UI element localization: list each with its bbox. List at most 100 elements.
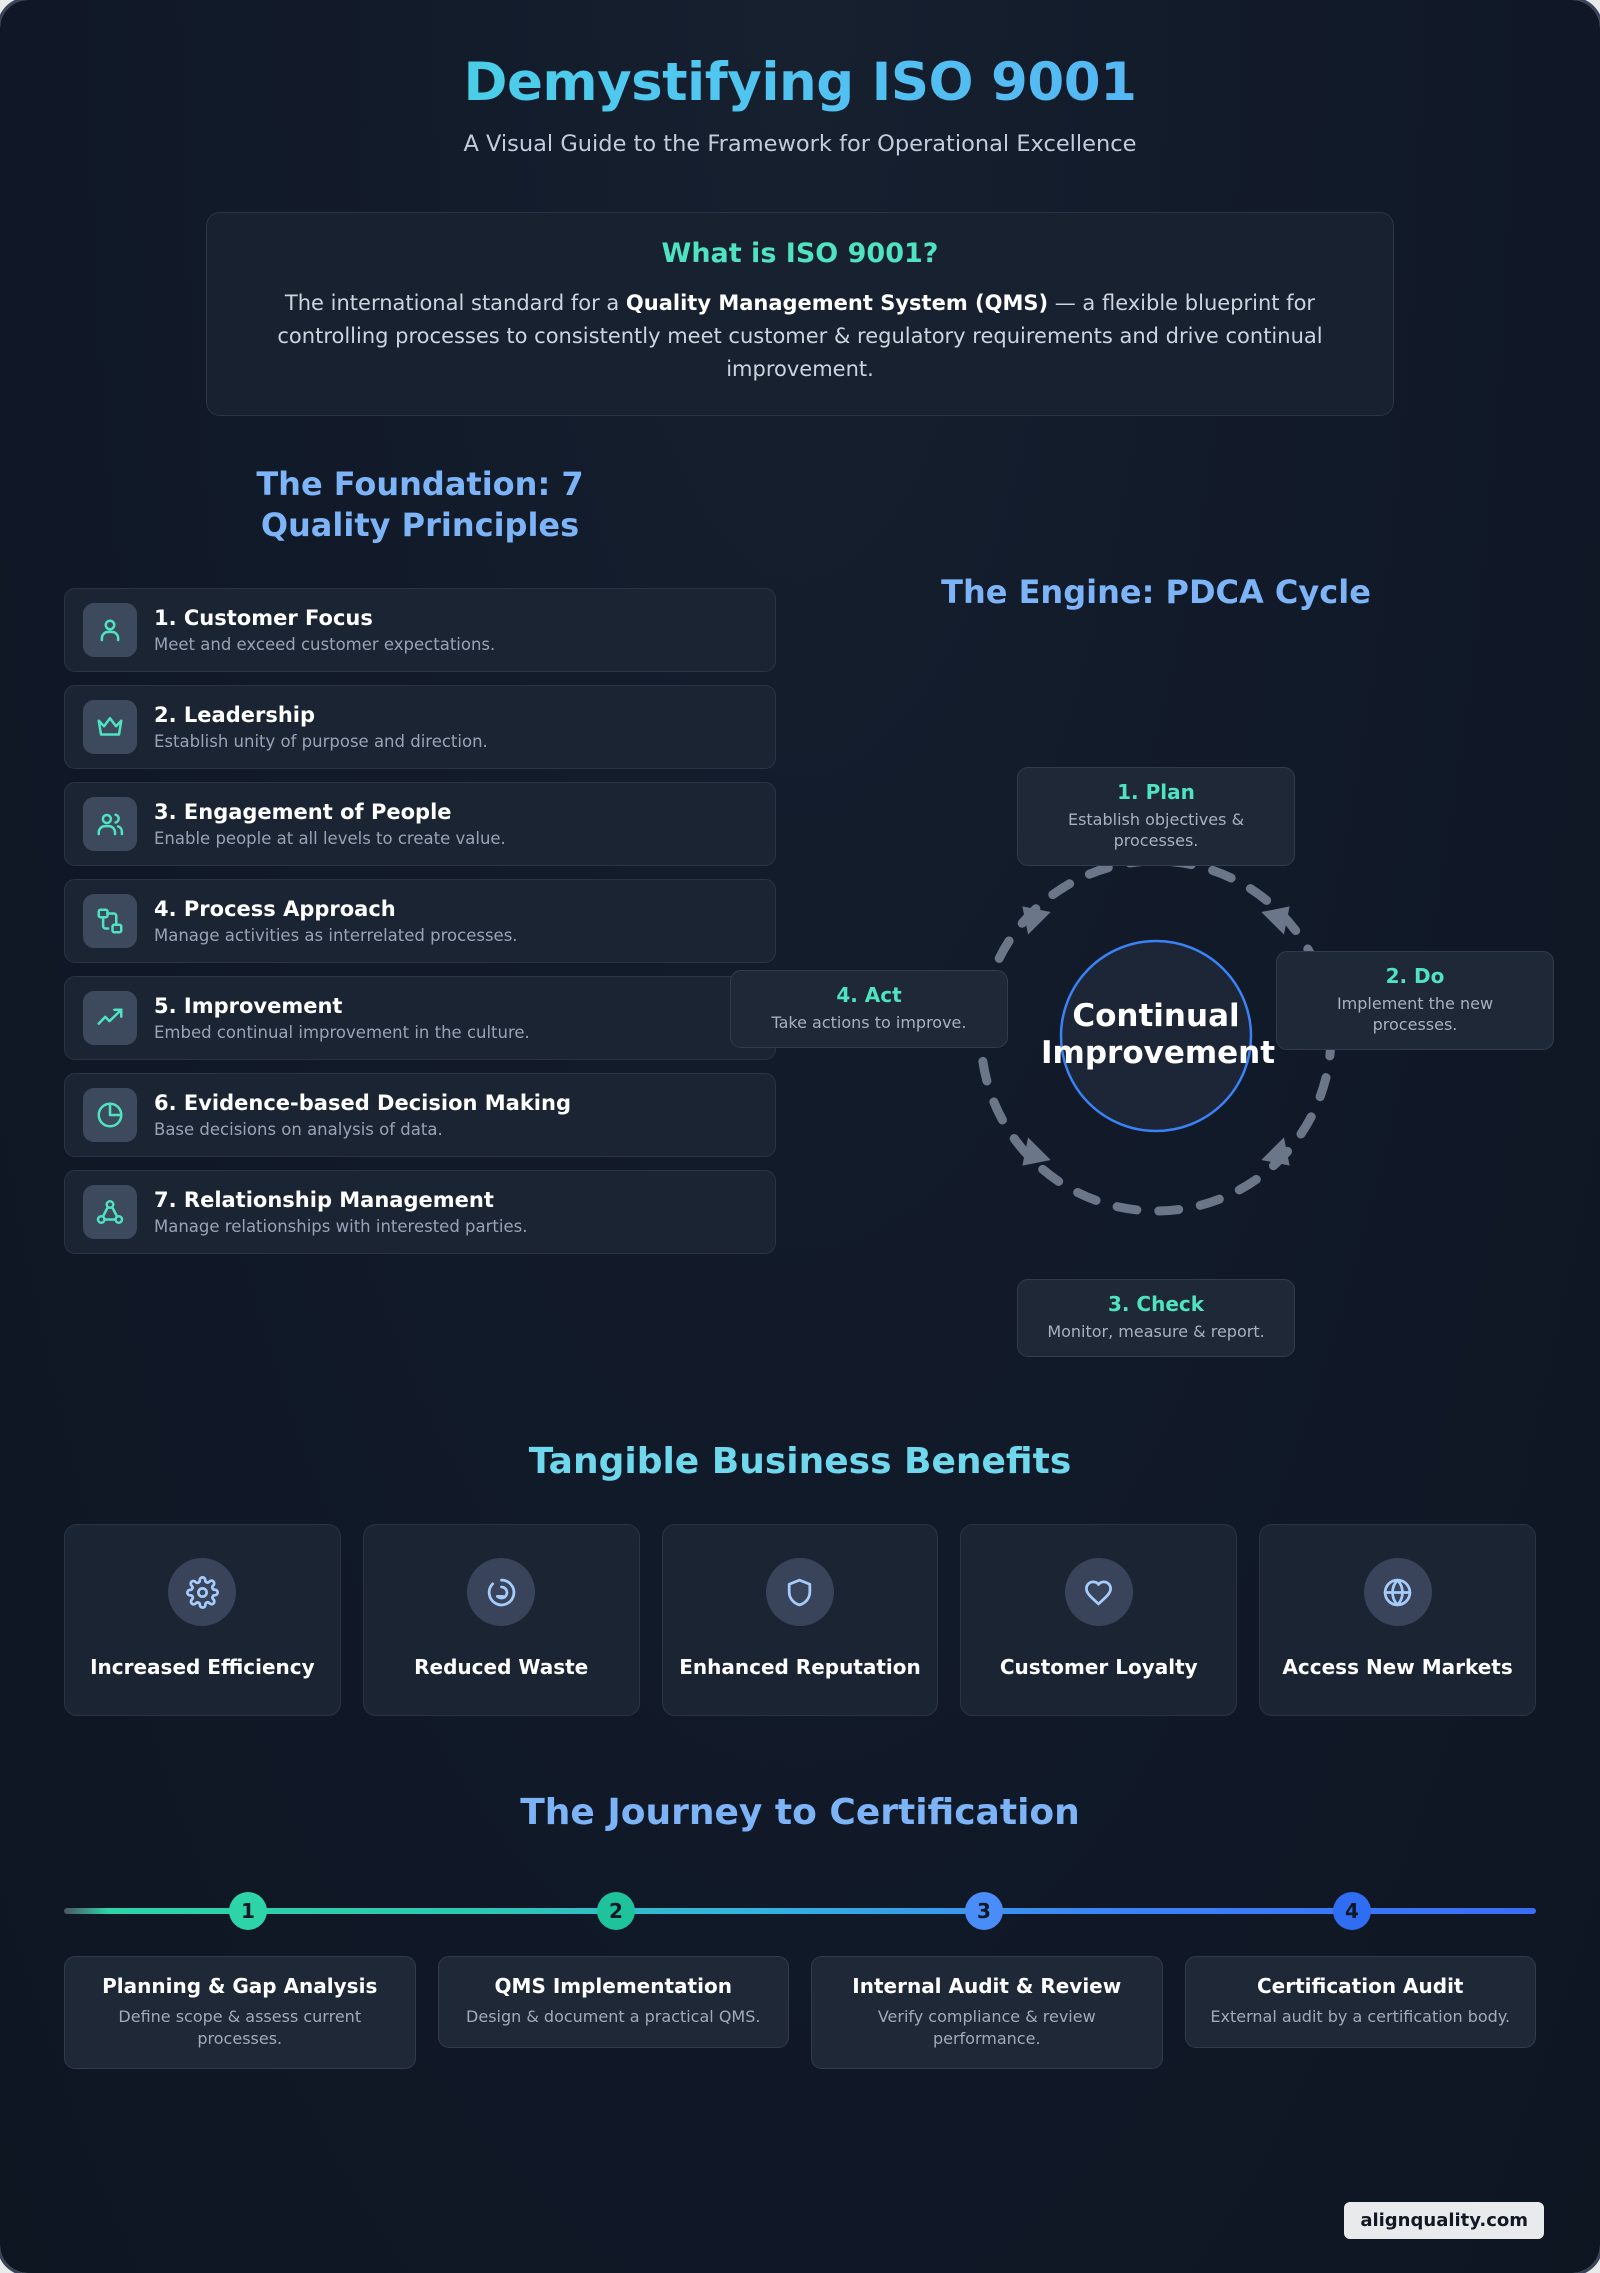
timeline-dot-number: 1 — [241, 1899, 255, 1924]
pdca-act-title: 4. Act — [836, 983, 902, 1008]
heart-icon — [1064, 1558, 1133, 1627]
pie-chart-icon — [83, 1088, 137, 1143]
user-icon — [83, 603, 137, 658]
principle-item[interactable]: 1. Customer Focus Meet and exceed custom… — [64, 588, 776, 673]
page-title: Demystifying ISO 9001 — [64, 52, 1536, 113]
pdca-do-title: 2. Do — [1385, 964, 1445, 989]
journey-step-desc: Design & document a practical QMS. — [466, 2007, 761, 2027]
pdca-section: The Engine: PDCA Cycle Continual Improve… — [730, 464, 1554, 1385]
timeline-dot-number: 4 — [1345, 1899, 1359, 1924]
pdca-do-desc: Implement the new processes. — [1336, 994, 1494, 1035]
journey-step-desc: Define scope & assess current processes. — [118, 2007, 362, 2048]
benefit-label: Customer Loyalty — [999, 1655, 1198, 1680]
pdca-heading: The Engine: PDCA Cycle — [941, 573, 1371, 612]
pdca-card-plan[interactable]: 1. Plan Establish objectives & processes… — [1017, 767, 1295, 867]
shield-icon — [765, 1558, 834, 1627]
pdca-card-act[interactable]: 4. Act Take actions to improve. — [730, 970, 1008, 1049]
principle-title: 5. Improvement — [154, 994, 343, 1019]
timeline-dot-cell: 1 — [64, 1878, 432, 1931]
benefit-label: Access New Markets — [1282, 1655, 1513, 1680]
journey-step-title: Internal Audit & Review — [852, 1974, 1122, 1999]
pdca-center-label: Continual Improvement — [1041, 998, 1276, 1072]
journey-steps: Planning & Gap Analysis Define scope & a… — [64, 1956, 1536, 2070]
journey-step-card[interactable]: QMS Implementation Design & document a p… — [437, 1956, 789, 2048]
pdca-arrow-nw — [1022, 906, 1051, 935]
principle-item[interactable]: 6. Evidence-based Decision Making Base d… — [64, 1073, 776, 1158]
pdca-inner-circle — [1059, 939, 1253, 1133]
pdca-card-do[interactable]: 2. Do Implement the new processes. — [1276, 951, 1554, 1051]
principle-item[interactable]: 2. Leadership Establish unity of purpose… — [64, 685, 776, 770]
pdca-check-desc: Monitor, measure & report. — [1047, 1322, 1265, 1342]
journey-step-desc: External audit by a certification body. — [1210, 2007, 1511, 2027]
globe-icon — [1363, 1558, 1432, 1627]
timeline-dot-number: 3 — [977, 1899, 991, 1924]
principle-desc: Enable people at all levels to create va… — [154, 829, 506, 849]
journey-step-desc: Verify compliance & review performance. — [877, 2007, 1096, 2048]
timeline-dot-cell: 3 — [800, 1878, 1168, 1931]
benefits-grid: Increased Efficiency Reduced Waste Enhan… — [64, 1524, 1536, 1717]
benefit-label: Reduced Waste — [414, 1655, 589, 1680]
principle-desc: Establish unity of purpose and direction… — [154, 732, 488, 752]
benefit-card[interactable]: Customer Loyalty — [960, 1524, 1238, 1717]
timeline-dot-number: 2 — [609, 1899, 623, 1924]
principle-desc: Meet and exceed customer expectations. — [154, 635, 496, 655]
network-icon — [83, 1185, 137, 1240]
page-subtitle: A Visual Guide to the Framework for Oper… — [463, 131, 1137, 157]
timeline-dot[interactable]: 3 — [965, 1892, 1003, 1931]
benefit-label: Enhanced Reputation — [679, 1655, 921, 1680]
timeline-dot-cell: 4 — [1168, 1878, 1536, 1931]
pdca-plan-desc: Establish objectives & processes. — [1067, 810, 1245, 851]
journey-step-card[interactable]: Certification Audit External audit by a … — [1184, 1956, 1536, 2048]
principle-item[interactable]: 3. Engagement of People Enable people at… — [64, 782, 776, 867]
journey-step-title: Planning & Gap Analysis — [102, 1974, 378, 1999]
pdca-arrow-se — [1261, 1137, 1290, 1166]
users-icon — [83, 797, 137, 852]
benefit-card[interactable]: Increased Efficiency — [64, 1524, 341, 1717]
principle-title: 2. Leadership — [154, 703, 316, 728]
pdca-act-desc: Take actions to improve. — [771, 1013, 967, 1033]
benefit-card[interactable]: Enhanced Reputation — [661, 1524, 939, 1717]
benefit-card[interactable]: Access New Markets — [1259, 1524, 1536, 1717]
journey-section: The Journey to Certification 1 2 3 4 Pla… — [64, 1790, 1536, 2079]
principle-desc: Manage activities as interrelated proces… — [154, 926, 518, 946]
principle-item[interactable]: 4. Process Approach Manage activities as… — [64, 879, 776, 964]
crown-icon — [83, 700, 137, 755]
principle-item[interactable]: 7. Relationship Management Manage relati… — [64, 1170, 776, 1255]
principle-item[interactable]: 5. Improvement Embed continual improveme… — [64, 976, 776, 1061]
journey-step-title: Certification Audit — [1256, 1974, 1464, 1999]
timeline-line — [64, 1908, 1536, 1915]
timeline-dot-cell: 2 — [432, 1878, 800, 1931]
timeline-dot[interactable]: 1 — [229, 1892, 267, 1931]
journey-step-card[interactable]: Planning & Gap Analysis Define scope & a… — [64, 1956, 416, 2070]
benefits-section: Tangible Business Benefits Increased Eff… — [64, 1441, 1536, 1717]
benefit-label: Increased Efficiency — [90, 1655, 315, 1680]
principles-section: The Foundation: 7 Quality Principles 1. … — [64, 464, 776, 1385]
pdca-arrow-ne — [1261, 906, 1290, 935]
timeline-dot[interactable]: 2 — [597, 1892, 635, 1931]
site-badge[interactable]: alignquality.com — [1344, 2202, 1544, 2239]
principle-title: 6. Evidence-based Decision Making — [154, 1091, 571, 1116]
what-is-body-part1: The international standard for a — [284, 291, 626, 315]
pdca-card-check[interactable]: 3. Check Monitor, measure & report. — [1017, 1279, 1295, 1358]
principles-heading: The Foundation: 7 Quality Principles — [256, 465, 584, 545]
principle-title: 7. Relationship Management — [154, 1188, 494, 1213]
what-is-body: The international standard for a Quality… — [267, 287, 1333, 385]
journey-step-title: QMS Implementation — [494, 1974, 732, 1999]
gear-icon — [168, 1558, 237, 1627]
what-is-body-part2: — a flexible blueprint for controlling p… — [277, 291, 1323, 381]
pdca-plan-title: 1. Plan — [1117, 780, 1195, 805]
journey-timeline: 1 2 3 4 — [64, 1878, 1536, 1944]
timeline-dot[interactable]: 4 — [1333, 1892, 1371, 1931]
main-columns: The Foundation: 7 Quality Principles 1. … — [64, 464, 1554, 1385]
benefit-card[interactable]: Reduced Waste — [362, 1524, 640, 1717]
principles-list: 1. Customer Focus Meet and exceed custom… — [64, 588, 776, 1255]
principle-title: 4. Process Approach — [154, 897, 396, 922]
what-is-body-bold: Quality Management System (QMS) — [625, 291, 1049, 315]
journey-step-card[interactable]: Internal Audit & Review Verify complianc… — [811, 1956, 1163, 2070]
workflow-icon — [83, 894, 137, 949]
principle-desc: Manage relationships with interested par… — [154, 1217, 528, 1237]
timeline-dots: 1 2 3 4 — [64, 1878, 1536, 1931]
principle-desc: Embed continual improvement in the cultu… — [154, 1023, 530, 1043]
journey-heading: The Journey to Certification — [520, 1792, 1080, 1834]
